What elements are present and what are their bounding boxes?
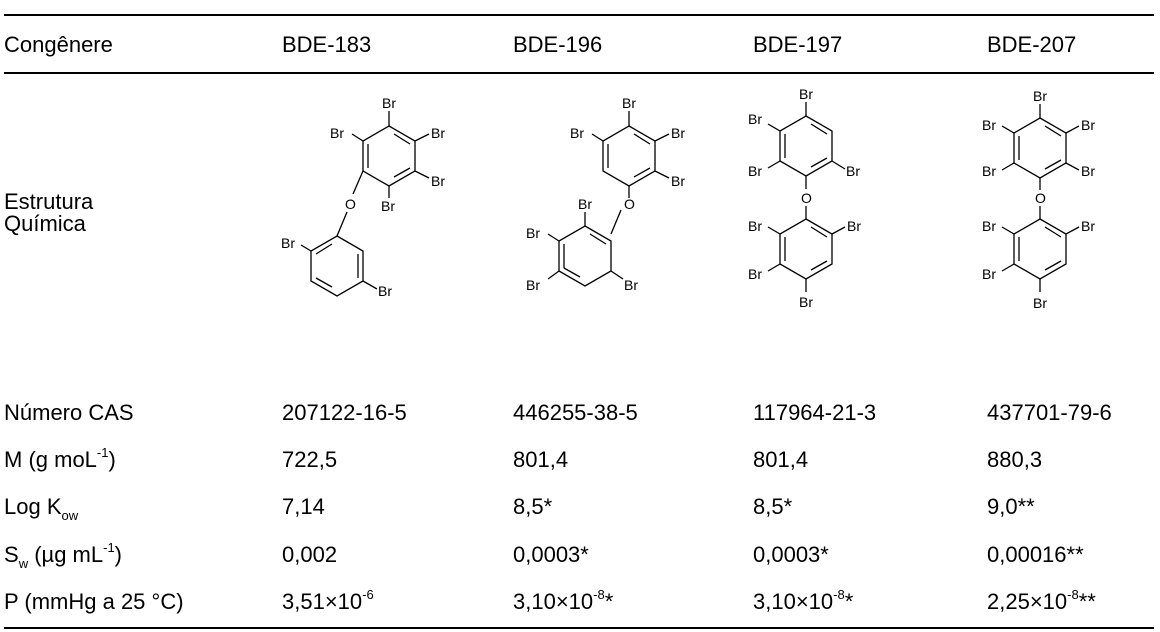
atom-o: O: [624, 196, 635, 212]
pressure-exp: -8: [1067, 586, 1079, 602]
structure-bde-183: Br Br Br Br Br O Br Br: [274, 76, 474, 376]
header-bde-197: BDE-197: [753, 32, 843, 57]
mass-bde-183: 722,5: [282, 447, 338, 472]
cas-bde-196: 446255-38-5: [513, 400, 638, 425]
mass-bde-207: 880,3: [987, 447, 1043, 472]
header-congener: Congênere: [4, 32, 113, 57]
structure-label-line2: Química: [4, 211, 86, 236]
pressure-suffix: **: [1078, 589, 1096, 614]
logkow-bde-183: 7,14: [282, 494, 325, 519]
atom-br: Br: [671, 125, 685, 141]
mass-bde-197: 801,4: [753, 447, 809, 472]
pressure-suffix: *: [604, 589, 614, 614]
header-bde-207: BDE-207: [987, 32, 1077, 57]
atom-br: Br: [982, 163, 996, 179]
atom-br: Br: [1081, 117, 1095, 133]
structure-label-line1: Estrutura: [4, 189, 94, 214]
atom-br: Br: [748, 218, 762, 234]
atom-br: Br: [281, 235, 295, 251]
atom-br: Br: [1033, 295, 1047, 311]
table-top-rule: [4, 14, 1154, 16]
atom-br: Br: [382, 95, 396, 111]
pressure-base: 3,10×10: [753, 589, 834, 614]
row-label-molar-mass: M (g moL-1): [4, 444, 116, 472]
mass-label-sup: -1: [96, 444, 109, 460]
atom-br: Br: [624, 277, 638, 293]
atom-br: Br: [982, 117, 996, 133]
atom-br: Br: [748, 266, 762, 282]
structure-bde-197: Br Br Br Br O Br Br Br Br: [740, 76, 950, 376]
cas-bde-207: 437701-79-6: [987, 400, 1112, 425]
atom-br: Br: [622, 95, 636, 111]
header-bde-183: BDE-183: [282, 32, 372, 57]
pressure-bde-183: 3,51×10-6: [282, 586, 374, 614]
atom-br: Br: [1033, 88, 1047, 104]
pressure-exp: -8: [593, 586, 605, 602]
pressure-exp: -8: [833, 586, 845, 602]
cas-bde-197: 117964-21-3: [753, 400, 877, 425]
row-label-log-kow: Log Kow: [4, 494, 78, 523]
sw-label-sub: w: [18, 556, 29, 572]
atom-br: Br: [799, 294, 813, 310]
pressure-bde-207: 2,25×10-8**: [987, 586, 1096, 614]
atom-br: Br: [378, 283, 392, 299]
atom-br: Br: [1081, 218, 1095, 234]
atom-o: O: [1035, 190, 1046, 206]
atom-br: Br: [381, 198, 395, 214]
pressure-exp: -6: [362, 586, 374, 602]
sw-label-end: ): [114, 542, 122, 567]
pressure-suffix: *: [844, 589, 854, 614]
mass-bde-196: 801,4: [513, 447, 569, 472]
cas-bde-183: 207122-16-5: [282, 400, 407, 425]
sw-label-main: S: [4, 542, 19, 567]
sw-label-mid: (µg mL: [28, 542, 104, 567]
atom-br: Br: [847, 218, 861, 234]
atom-o: O: [345, 196, 356, 212]
atom-br: Br: [982, 266, 996, 282]
atom-br: Br: [846, 163, 860, 179]
sw-bde-197: 0,0003*: [753, 542, 829, 567]
row-label-cas: Número CAS: [4, 400, 134, 425]
logkow-bde-197: 8,5*: [753, 494, 793, 519]
row-label-solubility: Sw (µg mL-1): [4, 539, 122, 571]
table-bottom-rule: [4, 627, 1154, 629]
pressure-base: 3,10×10: [513, 589, 594, 614]
atom-br: Br: [799, 86, 813, 102]
logkow-bde-207: 9,0**: [987, 494, 1035, 519]
pressure-bde-197: 3,10×10-8*: [753, 586, 854, 614]
header-bde-196: BDE-196: [513, 32, 603, 57]
structure-bde-207: Br Br Br Br Br O Br Br Br Br: [974, 76, 1154, 376]
mass-label-main: M (g moL: [4, 447, 97, 472]
atom-br: Br: [570, 125, 584, 141]
atom-br: Br: [671, 173, 685, 189]
atom-br: Br: [578, 196, 592, 212]
sw-label-sup: -1: [103, 539, 115, 555]
atom-br: Br: [431, 173, 445, 189]
structure-bde-196: Br Br Br Br O Br Br Br Br: [504, 76, 714, 376]
atom-br: Br: [748, 163, 762, 179]
sw-bde-207: 0,00016**: [987, 542, 1084, 567]
logkow-label-sub: ow: [61, 508, 79, 524]
table-header-rule: [4, 72, 1154, 74]
atom-br: Br: [526, 225, 540, 241]
sw-bde-196: 0,0003*: [513, 542, 589, 567]
mass-label-end: ): [108, 447, 116, 472]
sw-bde-183: 0,002: [282, 542, 338, 567]
row-label-pressure: P (mmHg a 25 °C): [4, 589, 184, 614]
atom-br: Br: [1081, 163, 1095, 179]
atom-br: Br: [431, 125, 445, 141]
atom-br: Br: [748, 111, 762, 127]
pressure-bde-196: 3,10×10-8*: [513, 586, 614, 614]
atom-br: Br: [526, 277, 540, 293]
logkow-label-main: Log K: [4, 494, 62, 519]
atom-o: O: [801, 190, 812, 206]
pressure-base: 3,51×10: [282, 589, 363, 614]
atom-br: Br: [982, 218, 996, 234]
atom-br: Br: [330, 125, 344, 141]
logkow-bde-196: 8,5*: [513, 494, 553, 519]
pressure-base: 2,25×10: [987, 589, 1068, 614]
